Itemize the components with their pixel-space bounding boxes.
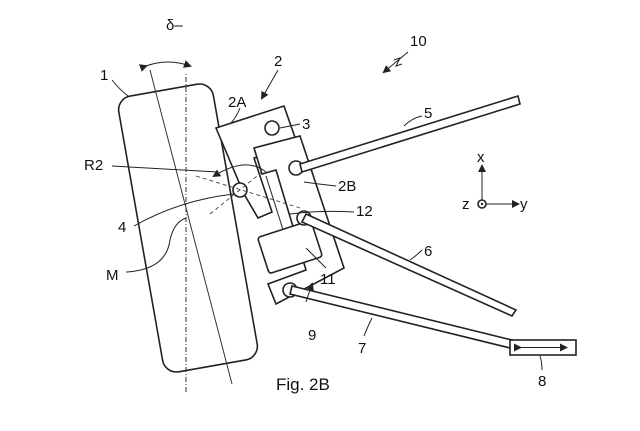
leader-4 [133, 193, 235, 227]
label-axis-y: y [520, 196, 528, 213]
arm-upper [299, 94, 521, 174]
leader-2B [303, 181, 337, 187]
label-joint-upper: 3 [302, 116, 310, 133]
carrier-pointer [261, 69, 279, 100]
label-centerline: M [106, 267, 119, 284]
label-arm-lower: 6 [424, 243, 432, 260]
axis-z-dot [480, 202, 484, 206]
label-joint-tie-rod: 9 [308, 327, 316, 344]
label-carrier: 2 [274, 53, 282, 70]
label-carrier-upper: 2A [228, 94, 246, 111]
label-angle: δ– [166, 17, 183, 34]
leader-M [125, 217, 187, 273]
joint-9-pointer [305, 282, 314, 303]
rotation-arrow [212, 164, 267, 178]
label-actuator: 8 [538, 373, 546, 390]
leader-5 [403, 115, 423, 127]
carrier-upper [214, 104, 300, 220]
leader-3 [279, 123, 301, 129]
assembly-arrow-zigzag [393, 57, 403, 67]
figure-caption: Fig. 2B [276, 375, 330, 394]
label-block: 11 [320, 271, 336, 288]
label-carrier-lower: 2B [338, 178, 356, 195]
wheel-shape [117, 83, 259, 373]
wheel-tilted-axis [149, 69, 233, 385]
leader-2A [229, 107, 241, 125]
leader-12 [289, 210, 355, 215]
label-assembly: 10 [410, 33, 427, 50]
label-axis-z: z [462, 196, 470, 213]
block-shape [257, 220, 323, 274]
label-axis-x: x [477, 149, 485, 166]
label-rotation: R2 [84, 157, 103, 174]
leader-11 [305, 247, 327, 269]
arm-lower [300, 212, 518, 318]
leader-R2 [111, 165, 219, 173]
leader-7 [363, 317, 373, 337]
leader-1 [111, 79, 129, 97]
leader-6 [409, 249, 423, 261]
label-tie-rod: 7 [358, 340, 366, 357]
label-wheel: 1 [100, 67, 108, 84]
leader-8 [539, 355, 543, 371]
joint-upper-circle [264, 120, 280, 136]
label-arm-upper: 5 [424, 105, 432, 122]
label-guide: 12 [356, 203, 373, 220]
assembly-arrow [382, 51, 409, 74]
label-pivot: 4 [118, 219, 126, 236]
angle-arc [138, 60, 192, 72]
